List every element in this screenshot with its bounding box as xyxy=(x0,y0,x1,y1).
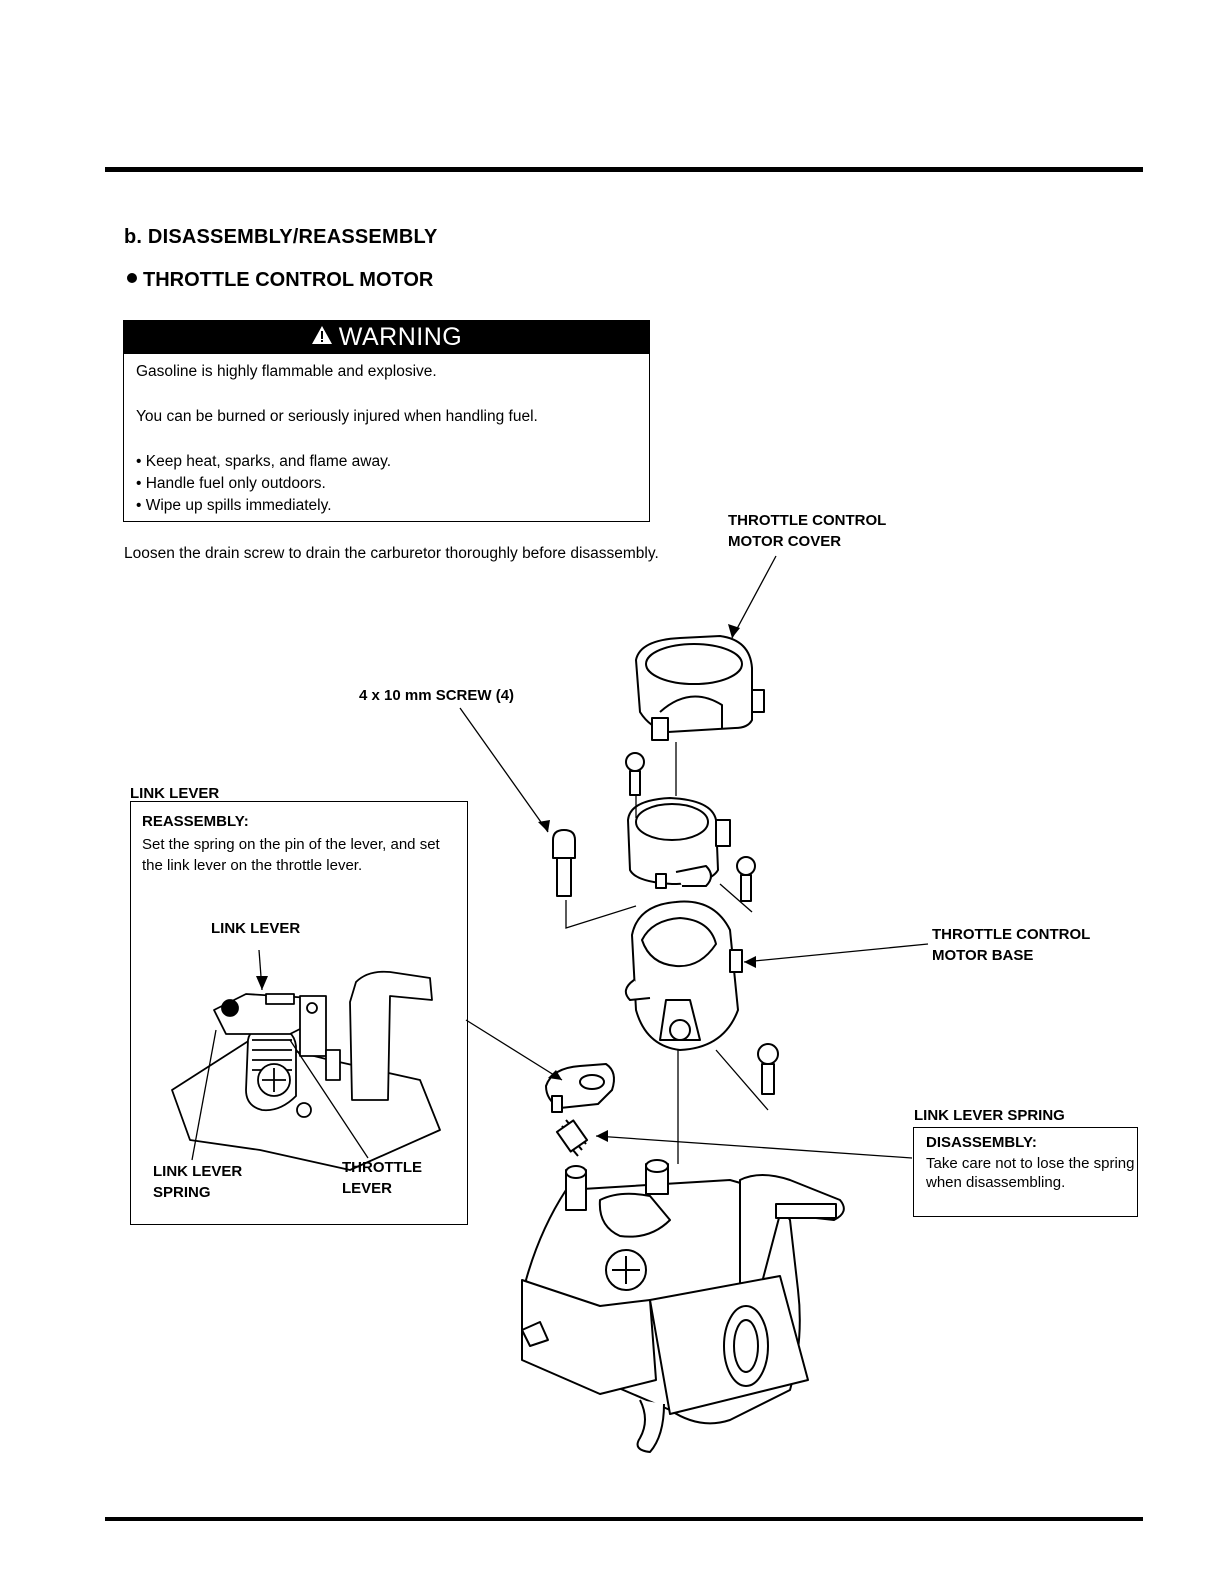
arrow-heads xyxy=(256,624,756,1142)
intro-text: Loosen the drain screw to drain the carb… xyxy=(124,545,659,562)
warning-title: WARNING xyxy=(338,323,463,351)
link-lever-spring-part xyxy=(555,1119,589,1157)
screw-part xyxy=(625,752,645,796)
warning-line-1: Gasoline is highly flammable and explosi… xyxy=(136,363,437,380)
reassembly-text: Set the spring on the pin of the lever, … xyxy=(142,836,440,874)
reassembly-note-box: REASSEMBLY: Set the spring on the pin of… xyxy=(130,801,468,1225)
subsection-title: THROTTLE CONTROL MOTOR xyxy=(127,269,433,292)
motor-cover-part xyxy=(635,635,765,741)
warning-bullet: Wipe up spills immediately. xyxy=(136,495,637,517)
subsection-title-text: THROTTLE CONTROL MOTOR xyxy=(143,269,434,291)
carburetor-part xyxy=(521,1159,845,1453)
screw-label: 4 x 10 mm SCREW (4) xyxy=(359,687,515,704)
warning-bullets: Keep heat, sparks, and flame away. Handl… xyxy=(136,451,637,517)
link-lever-spring-header-label: LINK LEVER SPRING xyxy=(914,1107,1065,1124)
motor-cover-label: THROTTLE CONTROL MOTOR COVER xyxy=(728,512,887,550)
warning-box: WARNING Gasoline is highly flammable and… xyxy=(123,320,650,522)
reassembly-title: REASSEMBLY: xyxy=(142,813,249,830)
link-lever-part xyxy=(545,1063,615,1113)
throttle-motor-part xyxy=(627,797,731,889)
screw-part xyxy=(757,1043,779,1095)
inset-link-lever-label: LINK LEVER xyxy=(211,920,301,937)
warning-body: Gasoline is highly flammable and explosi… xyxy=(124,354,649,524)
screw-part xyxy=(552,829,576,897)
warning-bullet: Keep heat, sparks, and flame away. xyxy=(136,451,637,473)
link-lever-header-label: LINK LEVER xyxy=(130,785,220,802)
warning-triangle-icon xyxy=(311,323,333,352)
top-rule xyxy=(105,167,1143,172)
inset-link-lever-drawing xyxy=(171,970,441,1171)
disassembly-note-box: DISASSEMBLY: Take care not to lose the s… xyxy=(913,1127,1138,1217)
warning-bullet: Handle fuel only outdoors. xyxy=(136,473,637,495)
screw-part xyxy=(736,856,756,902)
motor-base-label: THROTTLE CONTROL MOTOR BASE xyxy=(932,926,1091,964)
warning-line-2: You can be burned or seriously injured w… xyxy=(136,408,538,425)
inset-link-lever-spring-label: LINK LEVER SPRING xyxy=(153,1163,243,1201)
disassembly-title: DISASSEMBLY: xyxy=(926,1134,1037,1151)
section-title: b. DISASSEMBLY/REASSEMBLY xyxy=(124,226,438,248)
bottom-rule xyxy=(105,1517,1143,1521)
motor-base-part xyxy=(624,900,743,1051)
leader-lines xyxy=(191,555,929,1164)
disassembly-text: Take care not to lose the spring when di… xyxy=(926,1155,1135,1191)
bullet-icon xyxy=(127,273,137,283)
warning-header: WARNING xyxy=(124,321,649,354)
inset-throttle-lever-label: THROTTLE LEVER xyxy=(342,1159,422,1197)
